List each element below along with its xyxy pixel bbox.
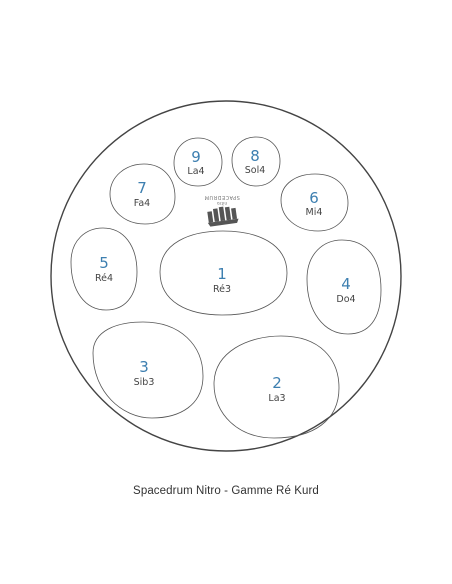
pad-number: 1: [217, 265, 227, 283]
pad-1: 1 Ré3: [159, 230, 288, 316]
pad-number: 2: [272, 374, 282, 392]
pad-2: 2 La3: [213, 335, 340, 439]
pad-5: 5 Ré4: [70, 227, 138, 311]
pad-note-label: Fa4: [134, 198, 150, 209]
pad-note-label: Sol4: [245, 165, 266, 176]
pad-6: 6 Mi4: [280, 173, 349, 232]
pad-note-label: Mi4: [306, 207, 323, 218]
pad-number: 7: [137, 179, 147, 197]
pad-3: 3 Sib3: [92, 321, 204, 419]
pad-7: 7 Fa4: [109, 163, 176, 225]
pad-8: 8 Sol4: [231, 136, 281, 187]
svg-text:nitro: nitro: [217, 200, 228, 206]
pad-9: 9 La4: [173, 137, 223, 187]
diagram-caption: Spacedrum Nitro - Gamme Ré Kurd: [133, 485, 319, 497]
pad-note-label: Sib3: [134, 377, 155, 388]
pad-note-label: La4: [187, 166, 204, 177]
pad-number: 3: [139, 358, 149, 376]
pad-number: 5: [99, 254, 109, 272]
brand-logo: SPACEDRUM nitro: [204, 194, 240, 227]
pad-number: 9: [191, 148, 201, 166]
svg-text:SPACEDRUM: SPACEDRUM: [204, 194, 240, 200]
pad-note-label: Ré3: [213, 284, 231, 295]
pad-4: 4 Do4: [306, 239, 382, 335]
pad-number: 8: [250, 147, 260, 165]
drum-outline: [50, 100, 402, 452]
pad-number: 6: [309, 189, 319, 207]
pad-number: 4: [341, 275, 351, 293]
pad-note-label: La3: [268, 393, 285, 404]
pad-note-label: Do4: [336, 294, 355, 305]
pad-note-label: Ré4: [95, 273, 113, 284]
